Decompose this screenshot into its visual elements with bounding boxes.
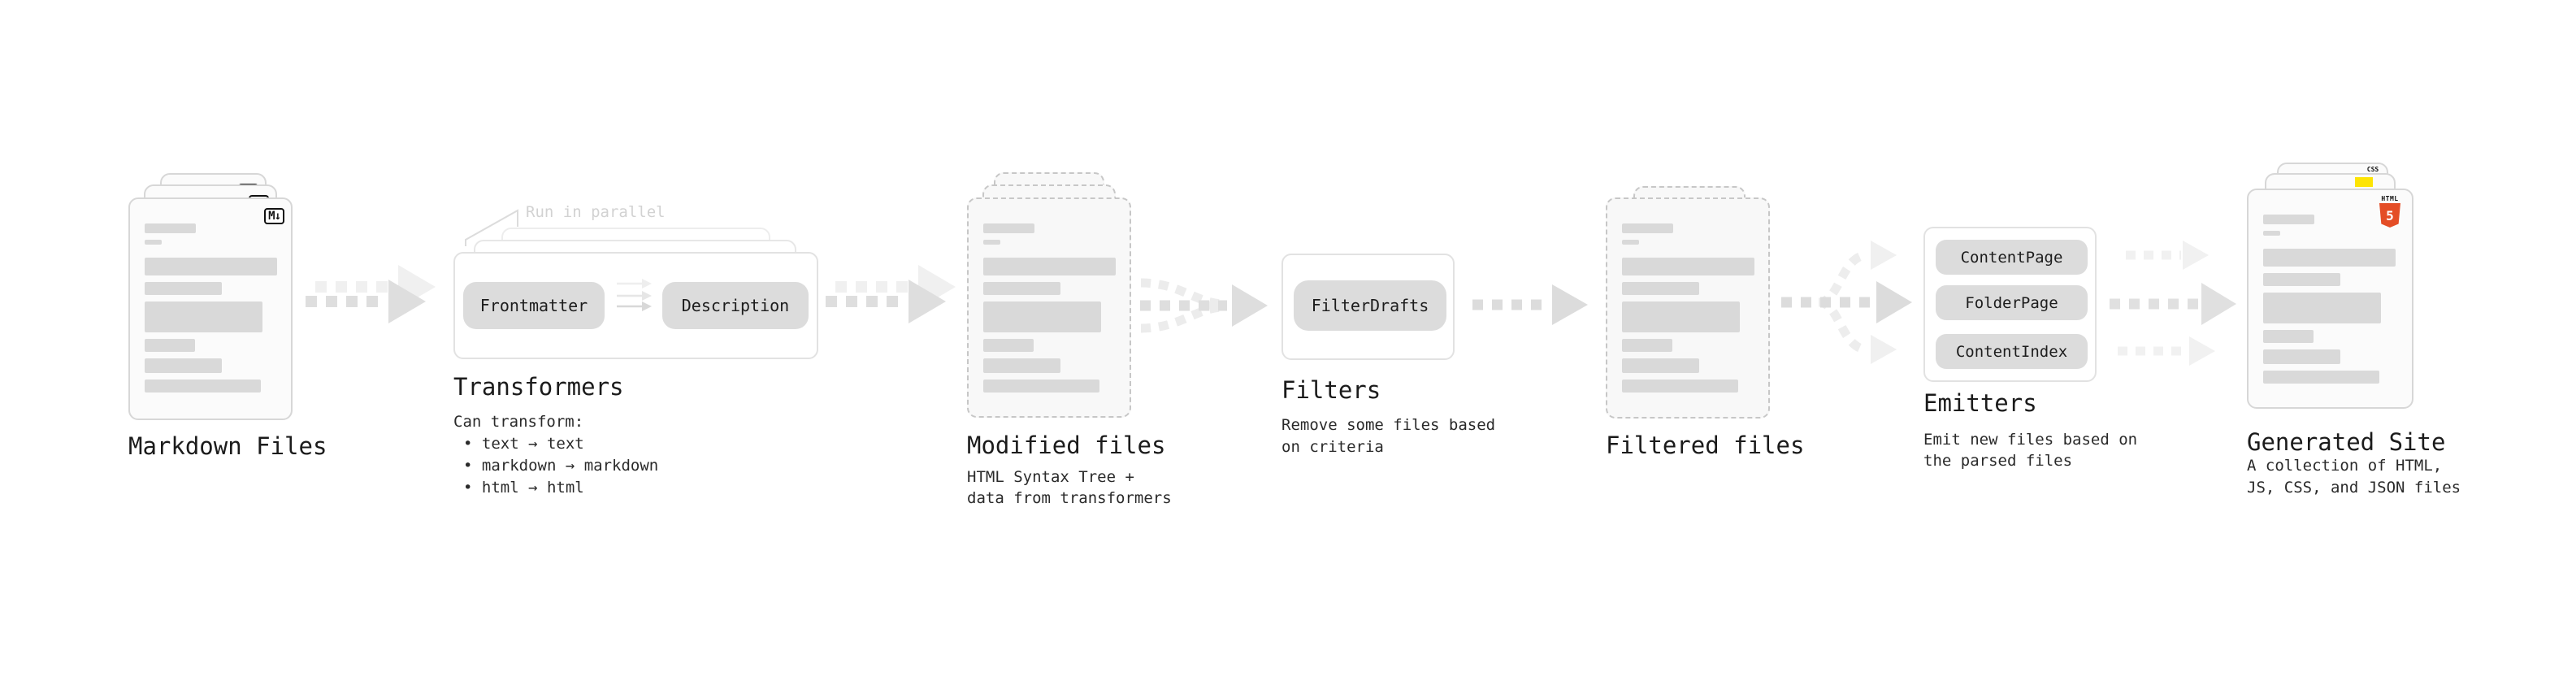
emitters-description: Emit new files based on the parsed files [1923, 431, 2138, 470]
modified-files-description: HTML Syntax Tree + data from transformer… [967, 468, 1172, 507]
transformer-card-front: Frontmatter Description [453, 252, 818, 359]
transformers-description: Can transform: • text → text • markdown … [453, 413, 659, 497]
document-placeholder-lines [983, 223, 1116, 393]
filters-label: Filters [1281, 376, 1381, 404]
content-page-pill: ContentPage [1936, 240, 2088, 275]
flow-arrow-filtered-to-emitters [1781, 241, 1912, 364]
emitters-card: ContentPage FolderPage ContentIndex [1923, 227, 2097, 382]
filter-drafts-pill: FilterDrafts [1294, 280, 1446, 331]
markdown-icon: M↓ [264, 208, 284, 224]
run-in-parallel-annotation: Run in parallel [526, 203, 666, 221]
modified-file-card-front [967, 197, 1131, 418]
flow-arrow-filters-to-filtered [1472, 284, 1588, 325]
modified-files-stack [967, 172, 1138, 424]
filters-card: FilterDrafts [1281, 254, 1455, 360]
generated-site-stack: CSS HTML 5 [2247, 163, 2418, 414]
frontmatter-to-description-arrows [617, 279, 652, 311]
frontmatter-pill: Frontmatter [463, 282, 605, 329]
emitters-label: Emitters [1923, 389, 2037, 417]
markdown-files-stack: M↓ M↓ M↓ [128, 173, 299, 425]
filtered-files-stack [1606, 186, 1776, 426]
modified-files-label: Modified files [967, 432, 1166, 459]
document-placeholder-lines [1622, 223, 1754, 393]
flow-arrow-emitters-to-generated [2110, 241, 2236, 366]
filters-description: Remove some files based on criteria [1281, 416, 1496, 456]
markdown-file-card-front: M↓ [128, 197, 293, 420]
generated-site-label: Generated Site [2247, 428, 2446, 456]
transformers-label: Transformers [453, 373, 624, 401]
document-placeholder-lines [145, 223, 277, 393]
flow-arrow-modified-to-filters [1140, 278, 1268, 333]
run-in-parallel-connector [465, 209, 518, 246]
filtered-file-card-front [1606, 197, 1770, 419]
javascript-icon [2355, 177, 2373, 187]
content-index-pill: ContentIndex [1936, 334, 2088, 369]
markdown-files-label: Markdown Files [128, 432, 327, 460]
html5-icon: HTML 5 [2379, 195, 2400, 228]
html-file-card: HTML 5 [2247, 189, 2413, 409]
description-pill: Description [662, 282, 809, 329]
transformers-stack: Frontmatter Description [453, 228, 818, 359]
flow-arrow-transformers-to-modified [826, 265, 956, 323]
filtered-files-label: Filtered files [1606, 432, 1805, 459]
generated-site-description: A collection of HTML, JS, CSS, and JSON … [2247, 457, 2461, 497]
folder-page-pill: FolderPage [1936, 285, 2088, 320]
document-placeholder-lines [2263, 215, 2396, 384]
flow-arrow-markdown-to-transformers [306, 265, 436, 323]
